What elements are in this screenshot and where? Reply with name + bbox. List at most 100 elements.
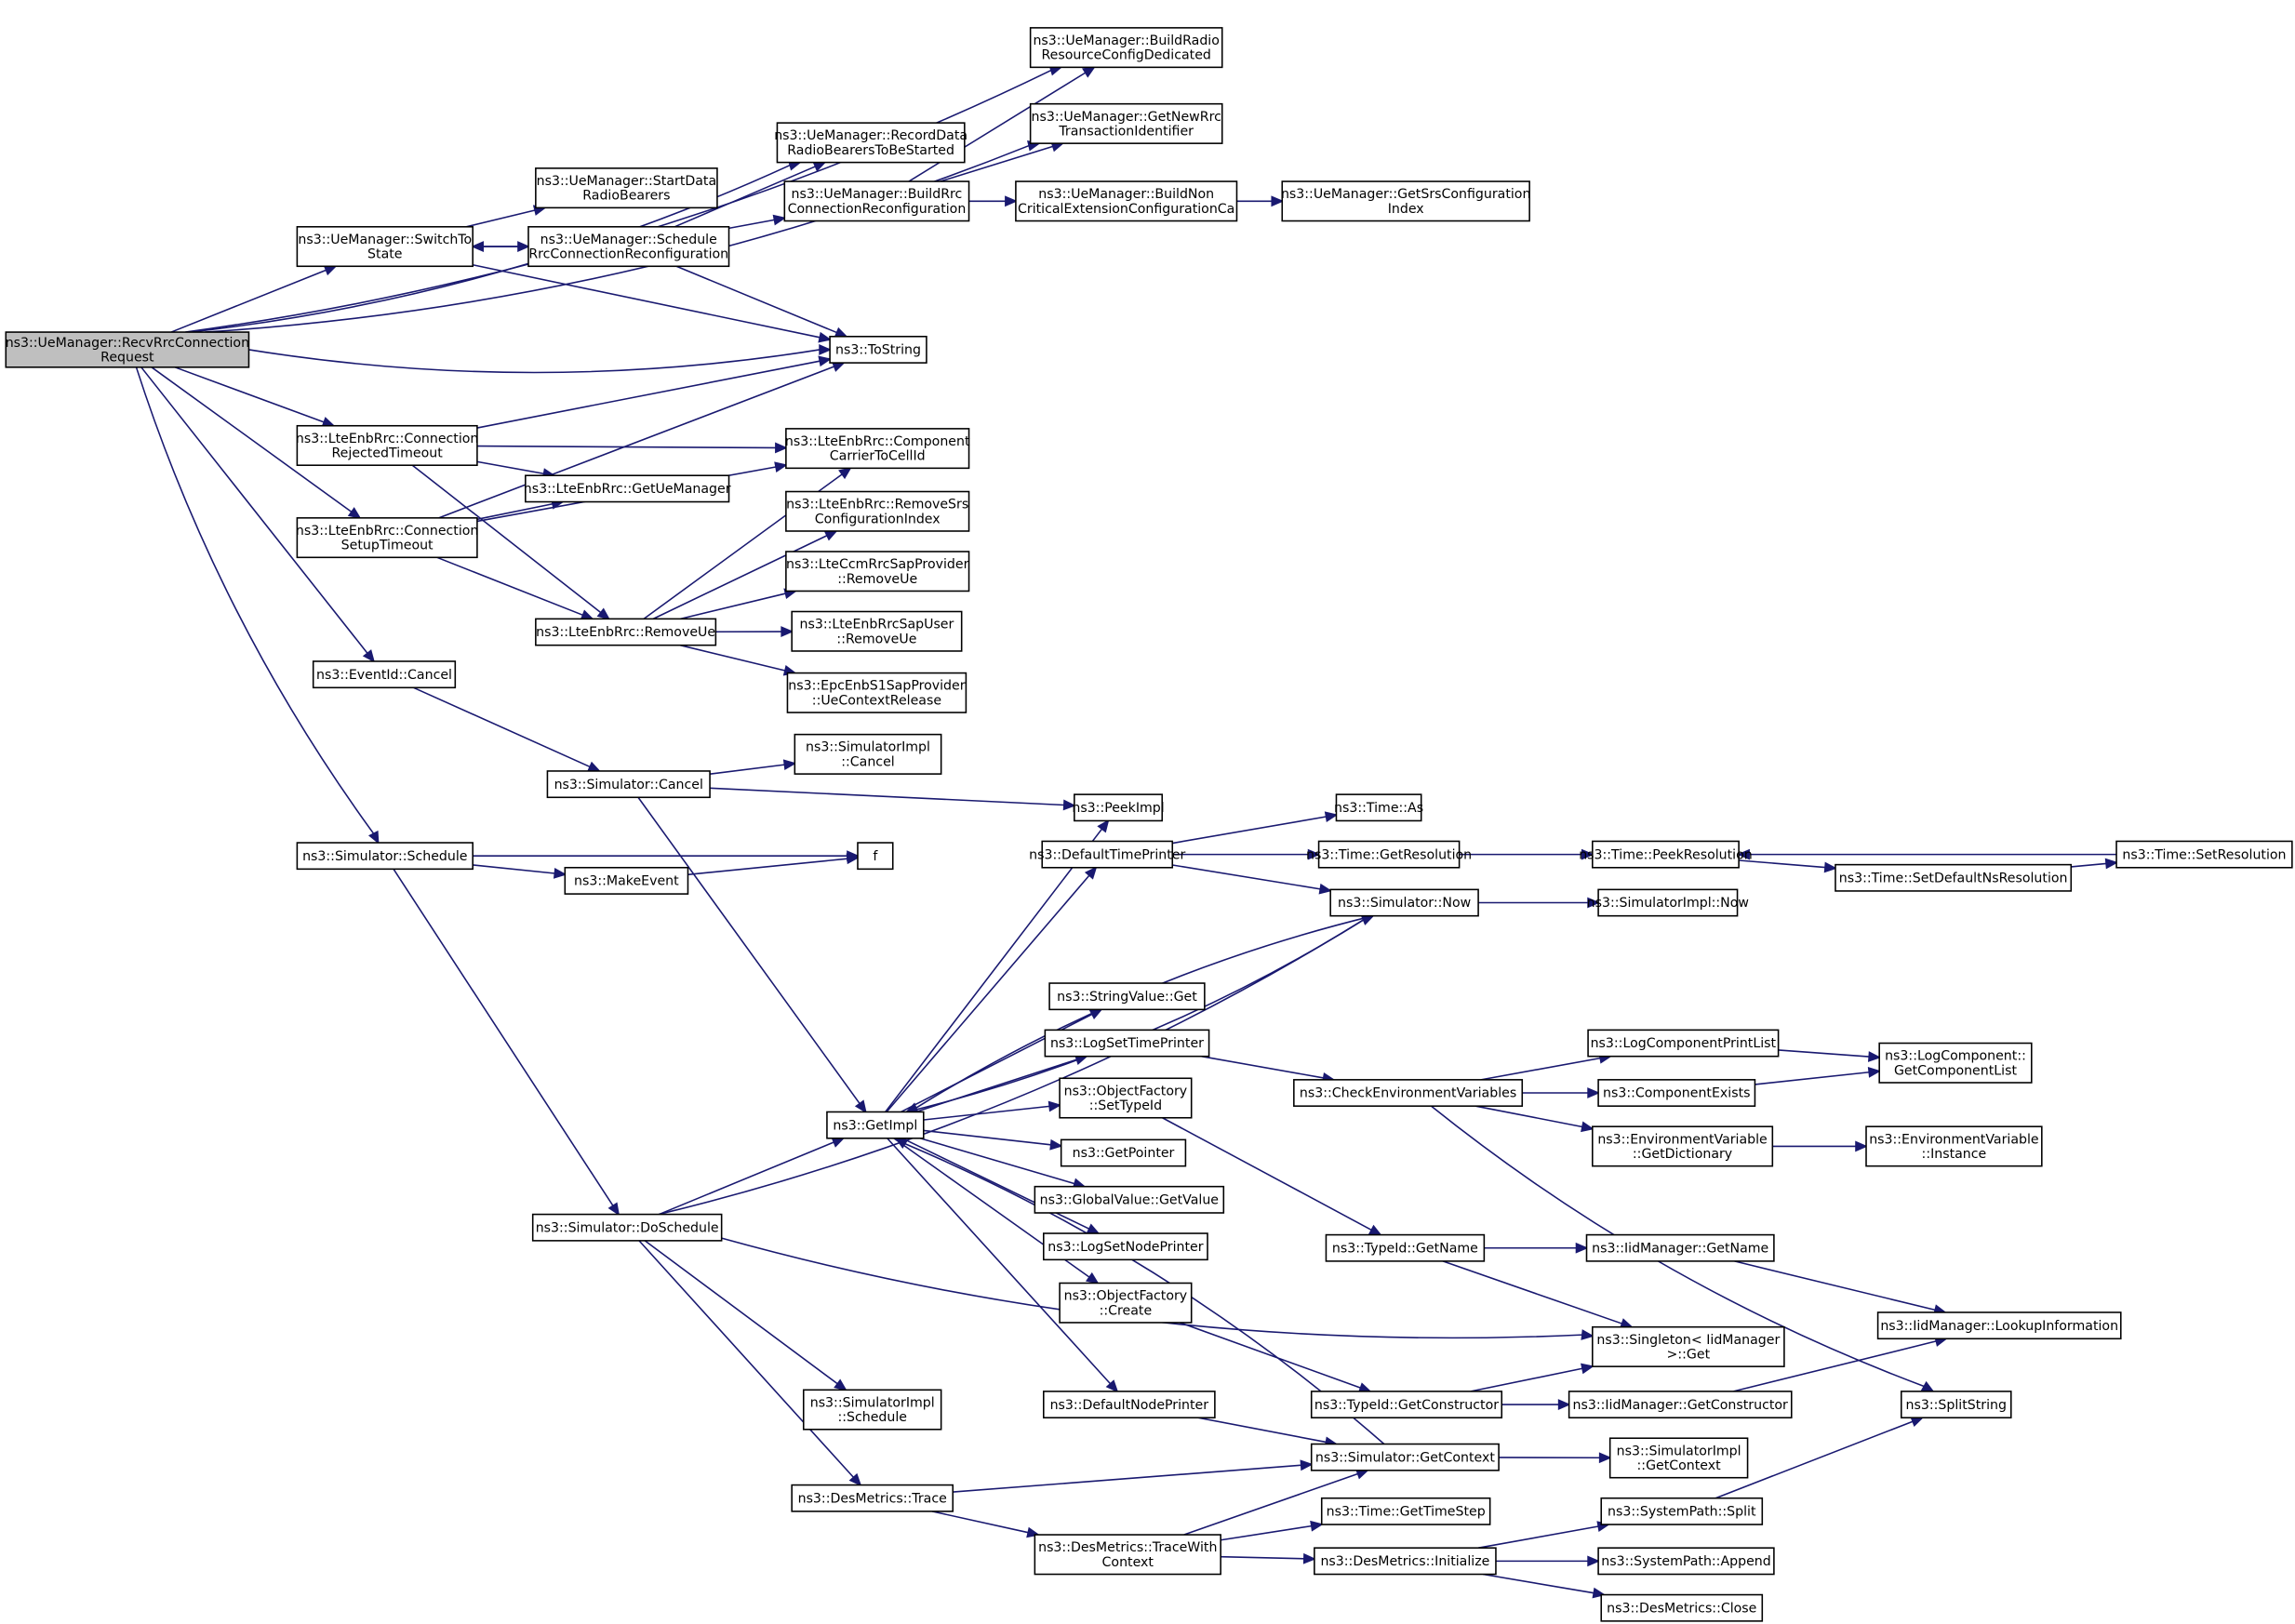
node-get-pointer[interactable]: ns3::GetPointer bbox=[1060, 1138, 1187, 1167]
node-remove-ue[interactable]: ns3::LteEnbRrc::RemoveUe bbox=[535, 618, 717, 646]
node-label: ns3::LogComponent:: bbox=[1885, 1049, 2026, 1064]
node-box bbox=[1314, 1547, 1497, 1576]
node-obj-factory-create[interactable]: ns3::ObjectFactory::Create bbox=[1059, 1282, 1193, 1324]
node-log-set-node-printer[interactable]: ns3::LogSetNodePrinter bbox=[1043, 1232, 1208, 1261]
node-get-ue-manager[interactable]: ns3::LteEnbRrc::GetUeManager bbox=[524, 474, 731, 503]
node-log-comp-print-list[interactable]: ns3::LogComponentPrintList bbox=[1587, 1029, 1780, 1058]
node-sim-impl-cancel[interactable]: ns3::SimulatorImpl::Cancel bbox=[794, 733, 942, 775]
node-peek-impl[interactable]: ns3::PeekImpl bbox=[1072, 793, 1165, 822]
edge-simCancel-to-peekImpl bbox=[710, 787, 1076, 811]
node-des-close[interactable]: ns3::DesMetrics::Close bbox=[1600, 1593, 1764, 1622]
node-get-resolution[interactable]: ns3::Time::GetResolution bbox=[1306, 840, 1472, 869]
node-label: ::GetDictionary bbox=[1633, 1147, 1732, 1162]
node-event-cancel[interactable]: ns3::EventId::Cancel bbox=[312, 660, 457, 689]
node-remove-srs[interactable]: ns3::LteEnbRrc::RemoveSrsConfigurationIn… bbox=[785, 490, 970, 532]
node-label: ns3::Simulator::Cancel bbox=[554, 778, 703, 792]
edge-root-to-eventCancel bbox=[140, 366, 376, 663]
node-global-value-get[interactable]: ns3::GlobalValue::GetValue bbox=[1034, 1185, 1225, 1214]
node-conn-rejected[interactable]: ns3::LteEnbRrc::ConnectionRejectedTimeou… bbox=[296, 424, 479, 466]
node-get-impl[interactable]: ns3::GetImpl bbox=[826, 1111, 925, 1139]
edge-switchTo-to-startData bbox=[466, 205, 547, 228]
edge-typeIdGetName-to-iidGetName bbox=[1484, 1242, 1589, 1254]
edge-scheduleRrc-to-toString bbox=[675, 265, 848, 338]
node-default-node-printer[interactable]: ns3::DefaultNodePrinter bbox=[1043, 1391, 1216, 1418]
node-env-instance[interactable]: ns3::EnvironmentVariable::Instance bbox=[1865, 1125, 2043, 1167]
node-sys-path-append[interactable]: ns3::SystemPath::Append bbox=[1597, 1547, 1775, 1576]
edge-line bbox=[466, 209, 536, 228]
node-obj-factory-set-type-id[interactable]: ns3::ObjectFactory::SetTypeId bbox=[1059, 1077, 1193, 1119]
arrowhead-icon bbox=[1581, 1121, 1594, 1133]
node-make-event[interactable]: ns3::MakeEvent bbox=[564, 866, 689, 895]
node-set-default-ns[interactable]: ns3::Time::SetDefaultNsResolution bbox=[1835, 863, 2073, 892]
edge-root-to-simSchedule bbox=[135, 366, 380, 845]
node-label: ns3::LteEnbRrc::Component bbox=[785, 434, 970, 449]
node-box bbox=[1597, 1079, 1756, 1107]
edge-line bbox=[1482, 1573, 1594, 1594]
node-box bbox=[1320, 1497, 1491, 1525]
node-type-id-get-name[interactable]: ns3::TypeId::GetName bbox=[1325, 1233, 1486, 1262]
node-component-exists[interactable]: ns3::ComponentExists bbox=[1597, 1079, 1756, 1107]
node-log-comp-get-list[interactable]: ns3::LogComponent::GetComponentList bbox=[1878, 1042, 2033, 1084]
node-set-resolution[interactable]: ns3::Time::SetResolution bbox=[2115, 840, 2293, 869]
arrowhead-icon bbox=[1084, 866, 1098, 880]
node-sim-cancel[interactable]: ns3::Simulator::Cancel bbox=[546, 770, 711, 799]
node-get-time-step[interactable]: ns3::Time::GetTimeStep bbox=[1320, 1497, 1491, 1525]
edge-line bbox=[659, 1141, 834, 1216]
node-sap-user-remove[interactable]: ns3::LteEnbRrcSapUser::RemoveUe bbox=[791, 610, 963, 652]
node-get-new-rrc[interactable]: ns3::UeManager::GetNewRrcTransactionIden… bbox=[1029, 102, 1223, 144]
edge-simCancel-to-getImpl bbox=[637, 796, 867, 1114]
node-iid-get-name[interactable]: ns3::IidManager::GetName bbox=[1585, 1233, 1775, 1262]
edge-line bbox=[931, 1511, 1029, 1534]
node-des-trace[interactable]: ns3::DesMetrics::Trace bbox=[791, 1484, 954, 1512]
edge-line bbox=[476, 445, 776, 449]
node-sim-impl-get-context[interactable]: ns3::SimulatorImpl::GetContext bbox=[1608, 1437, 1749, 1479]
node-peek-resolution[interactable]: ns3::Time::PeekResolution bbox=[1579, 840, 1753, 869]
node-box bbox=[783, 180, 970, 222]
node-label: ns3::ToString bbox=[835, 343, 921, 358]
node-to-string[interactable]: ns3::ToString bbox=[829, 335, 927, 364]
arrowhead-icon bbox=[367, 830, 380, 845]
edge-envGetDict-to-envInstance bbox=[1772, 1140, 1869, 1152]
arrowhead-icon bbox=[362, 649, 376, 663]
node-build-rrc[interactable]: ns3::UeManager::BuildRrcConnectionReconf… bbox=[783, 180, 970, 222]
node-env-get-dict[interactable]: ns3::EnvironmentVariable::GetDictionary bbox=[1592, 1125, 1774, 1167]
node-log-set-time-printer[interactable]: ns3::LogSetTimePrinter bbox=[1044, 1029, 1210, 1058]
node-label: CriticalExtensionConfigurationCa bbox=[1018, 202, 1234, 217]
edge-simSchedule-to-simDoSchedule bbox=[393, 868, 620, 1217]
node-ue-ctx-release[interactable]: ns3::EpcEnbS1SapProvider::UeContextRelea… bbox=[786, 672, 967, 713]
node-sim-do-schedule[interactable]: ns3::Simulator::DoSchedule bbox=[531, 1213, 723, 1242]
node-string-value-get[interactable]: ns3::StringValue::Get bbox=[1048, 982, 1206, 1011]
arrowhead-icon bbox=[1271, 195, 1285, 207]
node-sim-now[interactable]: ns3::Simulator::Now bbox=[1329, 888, 1479, 917]
node-type-id-get-ctor[interactable]: ns3::TypeId::GetConstructor bbox=[1310, 1391, 1503, 1418]
node-sim-schedule[interactable]: ns3::Simulator::Schedule bbox=[296, 842, 474, 871]
node-ccm-remove[interactable]: ns3::LteCcmRrcSapProvider::RemoveUe bbox=[785, 551, 970, 592]
node-box bbox=[1029, 102, 1223, 144]
node-sim-impl-now[interactable]: ns3::SimulatorImpl::Now bbox=[1587, 888, 1749, 917]
node-iid-lookup[interactable]: ns3::IidManager::LookupInformation bbox=[1876, 1311, 2122, 1340]
node-sim-impl-schedule[interactable]: ns3::SimulatorImpl::Schedule bbox=[802, 1389, 942, 1431]
node-default-time-printer[interactable]: ns3::DefaultTimePrinter bbox=[1029, 840, 1186, 869]
node-record-data[interactable]: ns3::UeManager::RecordDataRadioBearersTo… bbox=[774, 122, 967, 164]
edge-root-to-toString bbox=[248, 344, 833, 374]
node-build-non[interactable]: ns3::UeManager::BuildNonCriticalExtensio… bbox=[1015, 180, 1238, 222]
node-iid-get-ctor[interactable]: ns3::IidManager::GetConstructor bbox=[1568, 1391, 1793, 1418]
node-des-init[interactable]: ns3::DesMetrics::Initialize bbox=[1314, 1547, 1497, 1576]
node-time-as[interactable]: ns3::Time::As bbox=[1334, 793, 1423, 822]
node-sim-get-context[interactable]: ns3::Simulator::GetContext bbox=[1310, 1443, 1500, 1471]
node-f[interactable]: f bbox=[857, 842, 894, 871]
node-singleton-get[interactable]: ns3::Singleton< IidManager>::Get bbox=[1592, 1325, 1785, 1367]
node-build-radio[interactable]: ns3::UeManager::BuildRadioResourceConfig… bbox=[1029, 27, 1223, 69]
node-sys-path-split[interactable]: ns3::SystemPath::Split bbox=[1600, 1497, 1764, 1525]
node-schedule-rrc[interactable]: ns3::UeManager::ScheduleRrcConnectionRec… bbox=[527, 226, 730, 268]
node-label: ns3::LteEnbRrc::Connection bbox=[296, 524, 479, 539]
node-check-env[interactable]: ns3::CheckEnvironmentVariables bbox=[1293, 1079, 1524, 1107]
node-split-string[interactable]: ns3::SplitString bbox=[1900, 1391, 2012, 1418]
